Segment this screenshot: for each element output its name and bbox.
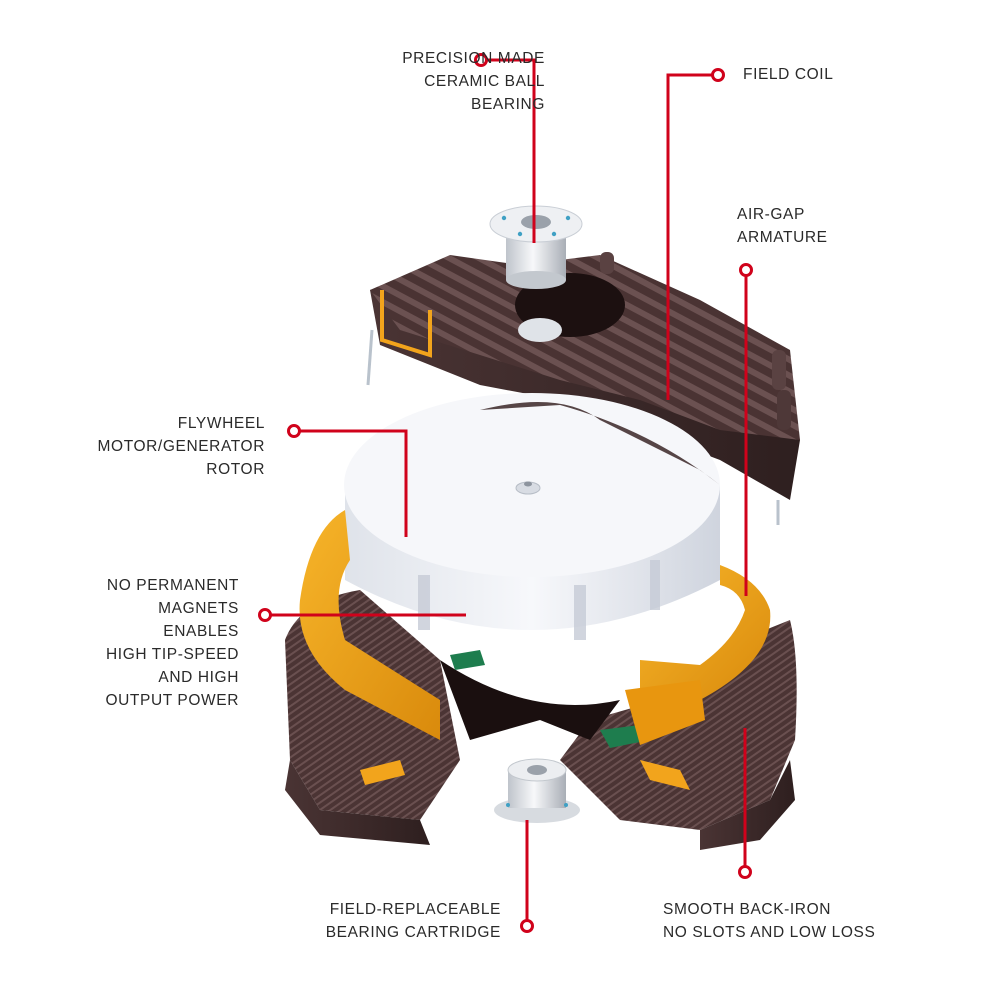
field-coil-leader-line: [666, 73, 712, 400]
label-flywheel-rotor: FLYWHEEL MOTOR/GENERATOR ROTOR: [97, 415, 265, 478]
precision-bearing-ring-dot-icon: [474, 53, 488, 67]
precision-bearing-leader-line: [487, 58, 536, 243]
field-coil-ring-dot-icon: [711, 68, 725, 82]
label-no-permanent-magnets: NO PERMANENT MAGNETS ENABLES HIGH TIP-SP…: [105, 577, 239, 709]
label-precision-bearing: PRECISION MADE CERAMIC BALL BEARING: [402, 50, 545, 113]
flywheel-rotor-ring-dot-icon: [287, 424, 301, 438]
field-replaceable-bearing-ring-dot-icon: [520, 919, 534, 933]
top-bearing: [489, 205, 583, 289]
rotor: [344, 393, 720, 640]
armature-coils: [299, 510, 771, 745]
label-field-replaceable-bearing: FIELD-REPLACEABLE BEARING CARTRIDGE: [325, 901, 501, 941]
label-air-gap-armature: AIR-GAP ARMATURE: [737, 206, 828, 246]
label-field-coil: FIELD COIL: [743, 66, 834, 83]
label-smooth-back-iron: SMOOTH BACK-IRON NO SLOTS AND LOW LOSS: [663, 901, 876, 941]
bottom-bearing: [494, 758, 580, 823]
smooth-back-iron-ring-dot-icon: [738, 865, 752, 879]
air-gap-armature-ring-dot-icon: [739, 263, 753, 277]
flywheel-rotor-leader-line: [300, 429, 408, 537]
no-permanent-magnets-ring-dot-icon: [258, 608, 272, 622]
